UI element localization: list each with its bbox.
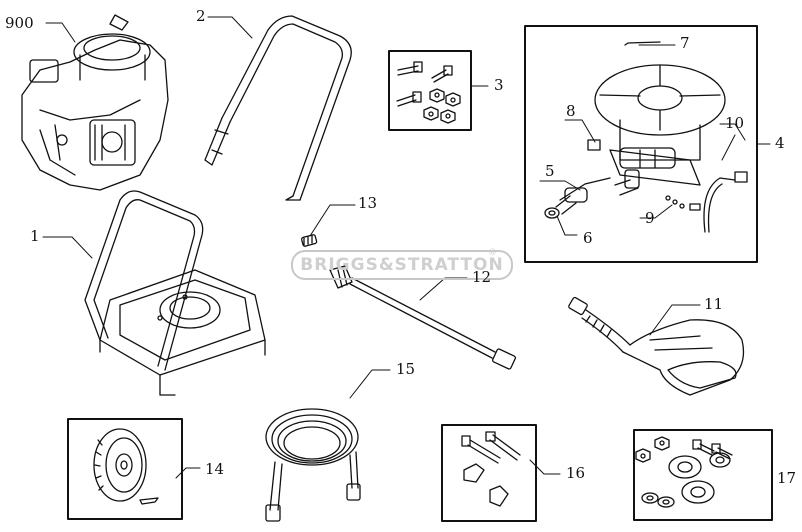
handle-hardware-box xyxy=(441,424,537,522)
spray-gun-illustration xyxy=(568,296,745,396)
callout-16: 16 xyxy=(566,464,586,482)
nozzle-illustration xyxy=(301,234,318,247)
wheel-kit-box xyxy=(67,418,183,520)
callout-6: 6 xyxy=(583,229,593,247)
brand-watermark: BRIGGS&STRATTON xyxy=(291,250,513,280)
handle-illustration xyxy=(204,15,352,201)
callout-10: 10 xyxy=(725,114,745,132)
callout-2: 2 xyxy=(196,7,206,25)
callout-12: 12 xyxy=(472,268,492,286)
callout-13: 13 xyxy=(358,194,378,212)
callout-900: 900 xyxy=(5,14,34,32)
callout-5: 5 xyxy=(545,162,555,180)
wheel-hardware-box xyxy=(633,429,773,521)
hardware-kit-box xyxy=(388,50,472,131)
callout-8: 8 xyxy=(566,102,576,120)
callout-17: 17 xyxy=(777,469,797,487)
pump-assembly-box xyxy=(524,25,758,263)
callout-4: 4 xyxy=(775,134,785,152)
registered-mark: ® xyxy=(488,248,497,258)
leader-lines xyxy=(42,16,771,479)
callout-9: 9 xyxy=(645,209,655,227)
callout-14: 14 xyxy=(205,460,225,478)
engine-illustration xyxy=(21,14,169,191)
callout-1: 1 xyxy=(30,227,40,245)
callout-15: 15 xyxy=(396,360,416,378)
frame-illustration xyxy=(84,190,266,396)
hose-illustration xyxy=(265,408,361,522)
callout-3: 3 xyxy=(494,76,504,94)
callout-11: 11 xyxy=(704,295,724,313)
callout-7: 7 xyxy=(680,34,690,52)
